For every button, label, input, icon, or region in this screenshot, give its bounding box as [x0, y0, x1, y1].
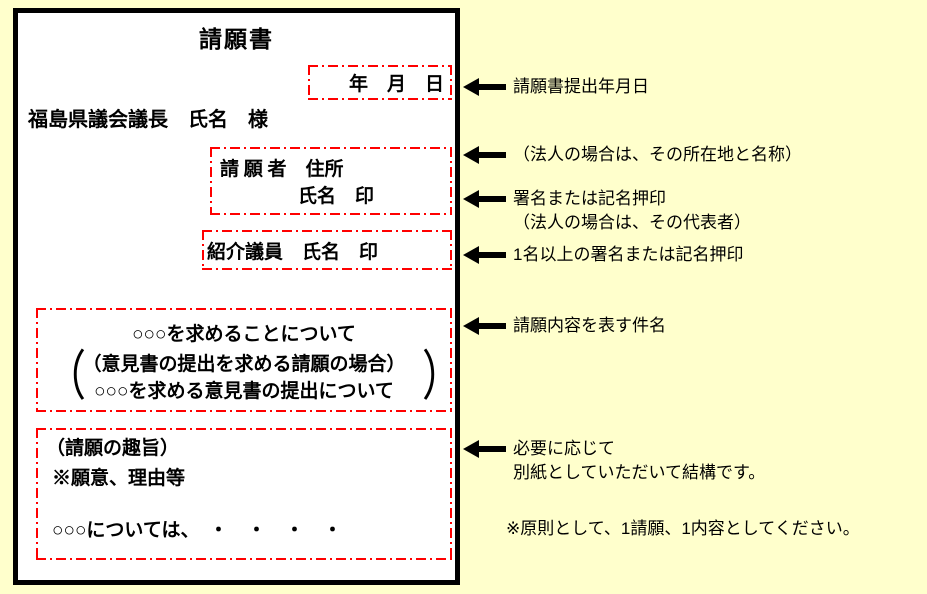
left-arrow-icon [463, 146, 506, 164]
introducer-line: 紹介議員 氏名 印 [207, 241, 379, 263]
subject-field-box: ○○○を求めることについて （ （意見書の提出を求める請願の場合） ○○○を求め… [36, 308, 462, 412]
purpose-line3: ○○○については、 ・ ・ ・ ・ [52, 520, 342, 541]
subject-line2: （意見書の提出を求める請願の場合） [82, 354, 406, 375]
purpose-line1: （請願の趣旨） [46, 438, 180, 459]
left-arrow-icon [463, 246, 506, 264]
left-arrow-icon [463, 78, 506, 96]
purpose-line2: ※願意、理由等 [52, 468, 186, 489]
petitioner-line1: 請 願 者 住所 [220, 159, 344, 180]
date-field-box: 年 月 日 [308, 65, 452, 100]
open-paren-glyph: （ [46, 345, 86, 407]
annotation-subject: 請願内容を表す件名 [463, 315, 666, 337]
subject-alternative-group: （ （意見書の提出を求める請願の場合） ○○○を求める意見書の提出について ） [36, 346, 462, 407]
annotation-introducer-text: 1名以上の署名または記名押印 [513, 245, 744, 264]
annotation-attachment: 必要に応じて 別紙としていただいて結構です。 [463, 437, 765, 485]
introducer-field-box: 紹介議員 氏名 印 [202, 230, 452, 270]
annotation-attachment-line2: 別紙としていただいて結構です。 [513, 463, 766, 482]
petition-document: 請願書 年 月 日 福島県議会議長 氏名 様 請 願 者 住所 氏名 印 紹介議… [13, 8, 462, 585]
annotation-note: ※原則として、1請願、1内容としてください。 [506, 518, 860, 540]
annotation-date-text: 請願書提出年月日 [513, 77, 649, 96]
annotation-note-text: ※原則として、1請願、1内容としてください。 [506, 519, 860, 538]
annotation-introducer: 1名以上の署名または記名押印 [463, 244, 743, 266]
left-arrow-icon [463, 190, 506, 208]
subject-line1: ○○○を求めることについて [132, 324, 356, 345]
purpose-field-box: （請願の趣旨） ※願意、理由等 ○○○については、 ・ ・ ・ ・ [36, 428, 452, 560]
annotation-petitioner-location-text: （法人の場合は、その所在地と名称） [513, 145, 802, 164]
annotation-signature: 署名または記名押印 （法人の場合は、その代表者） [463, 187, 751, 235]
addressee-line: 福島県議会議長 氏名 様 [28, 109, 268, 131]
annotation-subject-text: 請願内容を表す件名 [513, 316, 666, 335]
document-title: 請願書 [199, 27, 274, 52]
annotation-signature-line2: （法人の場合は、その代表者） [513, 213, 751, 232]
petitioner-line2: 氏名 印 [298, 186, 375, 207]
close-paren-glyph: ） [422, 345, 462, 407]
annotation-date: 請願書提出年月日 [463, 76, 649, 98]
annotation-attachment-line1: 必要に応じて [513, 439, 615, 458]
left-arrow-icon [463, 440, 506, 458]
petitioner-field-box: 請 願 者 住所 氏名 印 [210, 147, 452, 215]
annotation-signature-line1: 署名または記名押印 [513, 189, 666, 208]
left-arrow-icon [463, 317, 506, 335]
date-placeholder: 年 月 日 [348, 74, 444, 95]
annotation-petitioner-location: （法人の場合は、その所在地と名称） [463, 144, 802, 166]
subject-line3: ○○○を求める意見書の提出について [94, 381, 394, 402]
